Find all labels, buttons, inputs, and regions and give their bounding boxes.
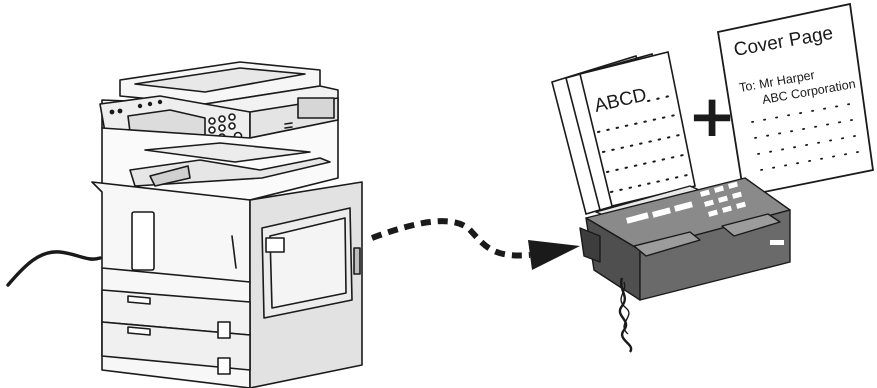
cover-page: Cover Page To: Mr Harper ABC Corporation (718, 4, 873, 196)
multifunction-printer-icon (92, 62, 362, 388)
power-cable-icon (8, 252, 100, 285)
original-pages: ABCD (552, 52, 695, 214)
dashed-arrow-icon (372, 221, 580, 270)
